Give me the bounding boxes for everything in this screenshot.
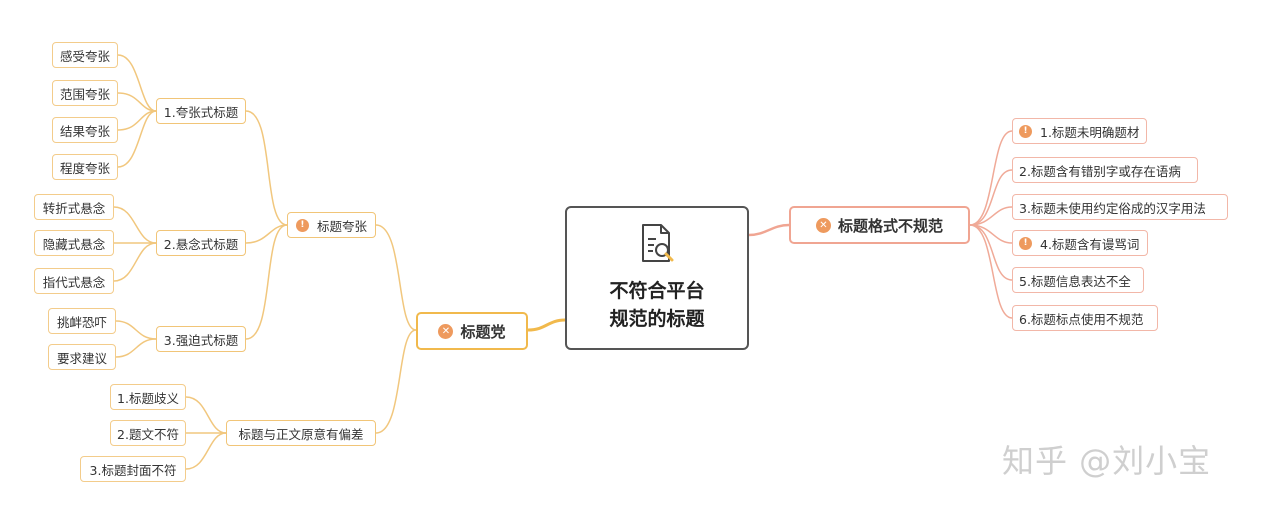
root-title-line-1: 不符合平台: [609, 280, 705, 302]
right-item-6[interactable]: 6.标题标点使用不规范: [1012, 305, 1158, 331]
leaf-mismatch[interactable]: 2.题文不符: [110, 420, 186, 446]
close-icon: ✕: [815, 217, 831, 233]
branch-clickbait[interactable]: ✕ 标题党: [416, 312, 528, 350]
right-item-label: 1.标题未明确题材: [1040, 124, 1140, 140]
right-item-3[interactable]: 3.标题未使用约定俗成的汉字用法: [1012, 194, 1228, 220]
leaf-label: 2.题文不符: [117, 426, 179, 442]
leaf-label: 1.标题歧义: [117, 390, 179, 406]
root-node[interactable]: 不符合平台 规范的标题: [565, 206, 749, 350]
leaf-provoke[interactable]: 挑衅恐吓: [48, 308, 116, 334]
leaf-result[interactable]: 结果夸张: [52, 117, 118, 143]
right-item-2[interactable]: 2.标题含有错别字或存在语病: [1012, 157, 1198, 183]
branch-title-deviation-label: 标题与正文原意有偏差: [238, 426, 364, 442]
leaf-feeling[interactable]: 感受夸张: [52, 42, 118, 68]
left-branch-connectors: [113, 54, 417, 470]
leaf-hidden[interactable]: 隐藏式悬念: [34, 230, 114, 256]
type-exaggerated[interactable]: 1.夸张式标题: [156, 98, 246, 124]
root-to-right-connector: [748, 223, 790, 237]
leaf-label: 隐藏式悬念: [42, 236, 106, 252]
watermark-text: 知乎 @刘小宝: [1002, 442, 1212, 480]
branch-format-irregular-label: 标题格式不规范: [837, 216, 943, 235]
branch-format-irregular[interactable]: ✕ 标题格式不规范: [789, 206, 970, 244]
leaf-label: 程度夸张: [59, 160, 110, 176]
leaf-label: 感受夸张: [59, 48, 110, 64]
right-item-label: 6.标题标点使用不规范: [1019, 311, 1144, 327]
type-coercive[interactable]: 3.强迫式标题: [156, 326, 246, 352]
root-to-left-connector: [527, 318, 566, 332]
leaf-demand[interactable]: 要求建议: [48, 344, 116, 370]
right-item-5[interactable]: 5.标题信息表达不全: [1012, 267, 1144, 293]
branch-title-deviation[interactable]: 标题与正文原意有偏差: [226, 420, 376, 446]
right-item-label: 3.标题未使用约定俗成的汉字用法: [1019, 200, 1206, 216]
leaf-ambiguity[interactable]: 1.标题歧义: [110, 384, 186, 410]
right-item-4[interactable]: ! 4.标题含有谩骂词: [1012, 230, 1148, 256]
right-item-label: 2.标题含有错别字或存在语病: [1019, 163, 1181, 179]
right-branch-connectors: [969, 130, 1013, 319]
type-suspense-label: 2.悬念式标题: [163, 236, 239, 252]
type-suspense[interactable]: 2.悬念式标题: [156, 230, 246, 256]
leaf-label: 范围夸张: [59, 86, 110, 102]
branch-title-exaggeration[interactable]: ! 标题夸张: [287, 212, 376, 238]
close-icon: ✕: [438, 323, 454, 339]
root-title-line-2: 规范的标题: [609, 308, 705, 330]
right-item-label: 4.标题含有谩骂词: [1040, 236, 1140, 252]
type-coercive-label: 3.强迫式标题: [163, 332, 239, 348]
leaf-turning[interactable]: 转折式悬念: [34, 194, 114, 220]
leaf-scope[interactable]: 范围夸张: [52, 80, 118, 106]
branch-title-exaggeration-label: 标题夸张: [316, 218, 367, 234]
leaf-label: 挑衅恐吓: [56, 314, 107, 330]
type-exaggerated-label: 1.夸张式标题: [163, 104, 239, 120]
leaf-degree[interactable]: 程度夸张: [52, 154, 118, 180]
leaf-reference[interactable]: 指代式悬念: [34, 268, 114, 294]
right-item-label: 5.标题信息表达不全: [1019, 273, 1131, 289]
leaf-label: 要求建议: [56, 350, 107, 366]
document-search-icon: [639, 223, 675, 271]
leaf-label: 结果夸张: [59, 123, 110, 139]
warning-icon: !: [1019, 236, 1032, 250]
leaf-cover-mismatch[interactable]: 3.标题封面不符: [80, 456, 186, 482]
warning-icon: !: [1019, 124, 1032, 138]
leaf-label: 转折式悬念: [42, 200, 106, 216]
leaf-label: 3.标题封面不符: [89, 462, 177, 478]
warning-icon: !: [295, 218, 309, 232]
leaf-label: 指代式悬念: [42, 274, 106, 290]
right-item-1[interactable]: ! 1.标题未明确题材: [1012, 118, 1147, 144]
branch-clickbait-label: 标题党: [460, 322, 506, 341]
